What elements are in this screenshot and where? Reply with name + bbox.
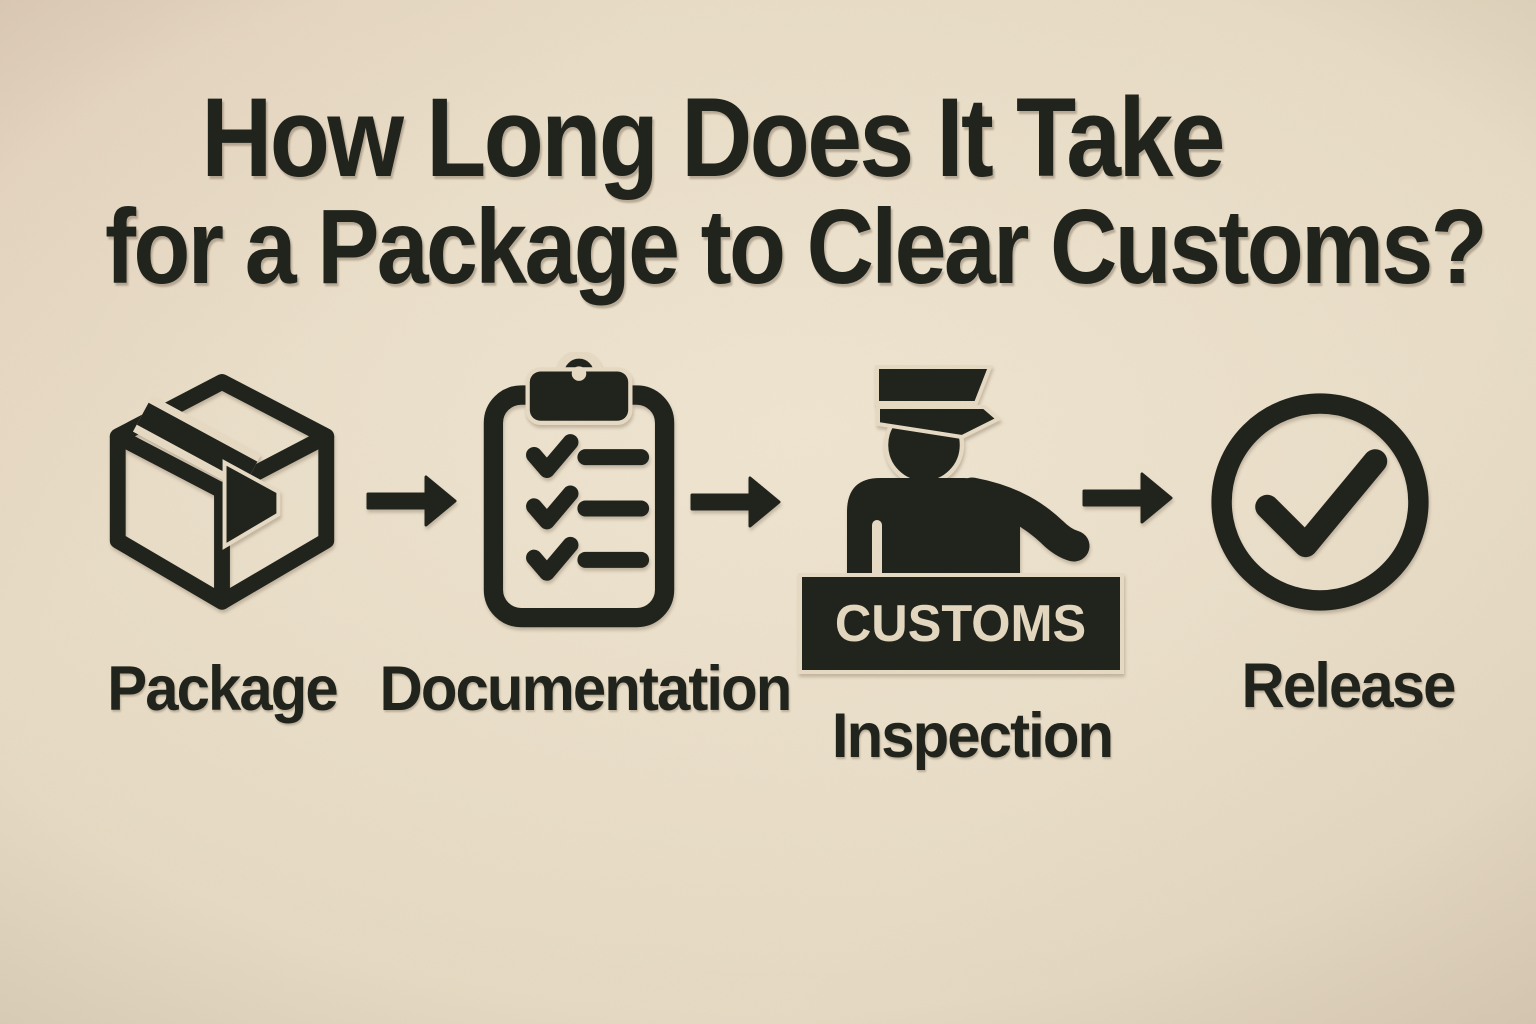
title-line-1: How Long Does It Take [201, 75, 1225, 200]
package-box-icon [109, 374, 335, 610]
right-arrow-icon [690, 476, 781, 528]
customs-desk: CUSTOMS [798, 573, 1124, 674]
clipboard-checklist-icon [483, 352, 675, 628]
title-line-2: for a Package to Clear Customs? [105, 188, 1488, 306]
check-circle-icon [1211, 393, 1429, 611]
right-arrow-icon [1082, 472, 1173, 524]
stage-label-documentation: Documentation [379, 654, 793, 724]
customs-officer-icon [847, 365, 1090, 578]
stage-label-inspection: Inspection [831, 701, 1114, 771]
stage-label-release: Release [1241, 651, 1457, 721]
customs-desk-sign: CUSTOMS [835, 594, 1087, 653]
stage-label-package: Package [107, 654, 339, 724]
right-arrow-icon [366, 475, 457, 527]
